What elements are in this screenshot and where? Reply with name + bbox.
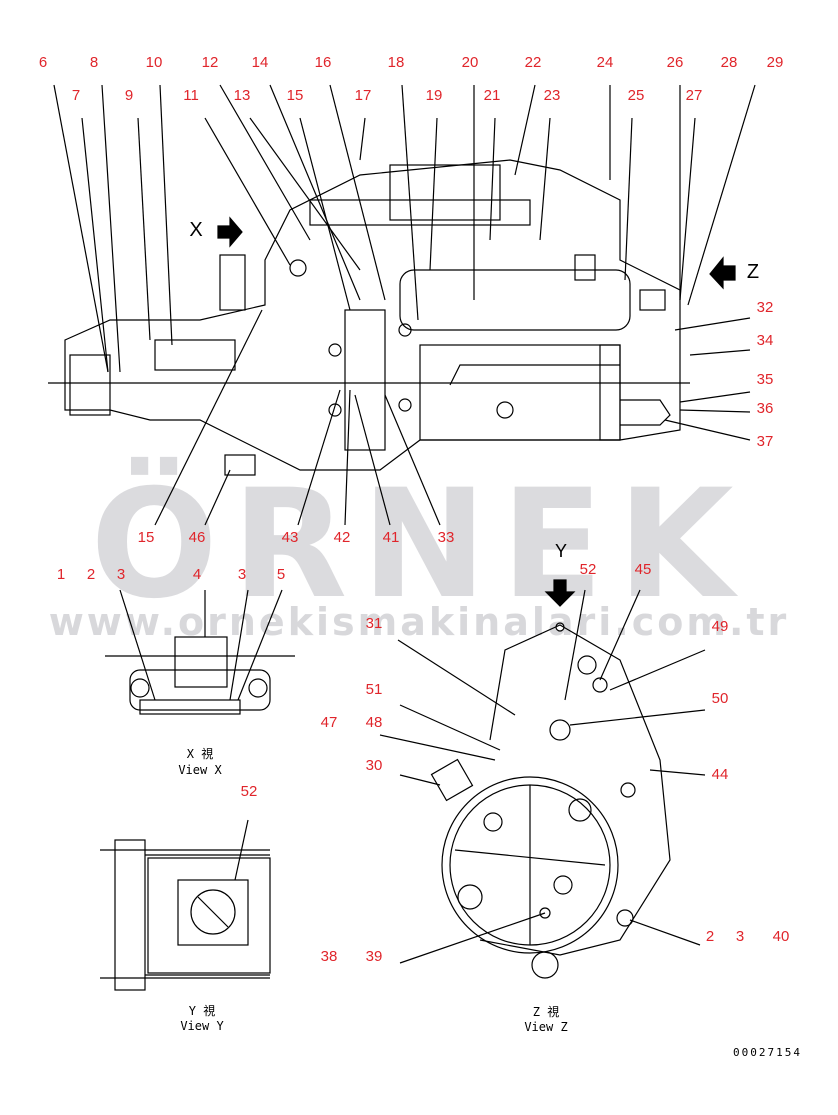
- view-y-title: View Y: [180, 1019, 224, 1033]
- callout-11: 11: [183, 87, 199, 104]
- callout-49: 49: [711, 618, 729, 635]
- document-number: 00027154: [733, 1046, 802, 1059]
- callout-3b: 3: [237, 566, 247, 583]
- arrow-z-icon: [709, 256, 736, 290]
- callout-39: 39: [365, 948, 383, 965]
- callout-48: 48: [365, 714, 383, 731]
- view-x-title-jp: X 視: [186, 747, 214, 761]
- callout-15: 15: [286, 87, 304, 104]
- callout-50: 50: [711, 690, 729, 707]
- callout-23: 23: [543, 87, 561, 104]
- view-x-title: View X: [178, 763, 222, 777]
- callout-43: 43: [281, 529, 299, 546]
- callout-7: 7: [71, 87, 81, 104]
- view-x-drawing: [105, 589, 295, 715]
- callout-14: 14: [251, 54, 269, 71]
- callout-37: 37: [756, 433, 774, 450]
- callout-51: 51: [365, 681, 383, 698]
- callout-25: 25: [627, 87, 645, 104]
- arrow-x-icon: [217, 216, 243, 248]
- callout-34: 34: [756, 332, 774, 349]
- leader-lines: [53, 84, 756, 526]
- callout-35: 35: [756, 371, 774, 388]
- arrow-y-icon: [544, 579, 576, 607]
- callout-3: 3: [116, 566, 126, 583]
- callout-27: 27: [685, 87, 703, 104]
- callout-31: 31: [365, 615, 383, 632]
- callout-44: 44: [711, 766, 729, 783]
- watermark-brand: ÖRNEK: [90, 458, 748, 632]
- callout-10: 10: [145, 54, 163, 71]
- callout-36: 36: [756, 400, 774, 417]
- callout-26: 26: [666, 54, 684, 71]
- callout-47: 47: [320, 714, 338, 731]
- watermark-url: www.ornekismakinalari.com.tr: [48, 600, 790, 644]
- callout-21: 21: [483, 87, 501, 104]
- starter-motor-section: [48, 159, 690, 476]
- callout-22: 22: [524, 54, 542, 71]
- view-y-drawing: [100, 819, 271, 991]
- callout-52-y: 52: [240, 783, 258, 800]
- callout-3-z: 3: [735, 928, 745, 945]
- callout-46: 46: [188, 529, 206, 546]
- callout-13: 13: [233, 87, 251, 104]
- callout-17: 17: [354, 87, 372, 104]
- callout-24: 24: [596, 54, 614, 71]
- callout-5: 5: [276, 566, 286, 583]
- callout-45: 45: [634, 561, 652, 578]
- callout-42: 42: [333, 529, 351, 546]
- callout-8: 8: [89, 54, 99, 71]
- callout-38: 38: [320, 948, 338, 965]
- callout-12: 12: [201, 54, 219, 71]
- callout-33: 33: [437, 529, 455, 546]
- callout-1: 1: [56, 566, 66, 583]
- view-z-marker: Z: [746, 261, 760, 283]
- callout-30: 30: [365, 757, 383, 774]
- callout-2: 2: [86, 566, 96, 583]
- callout-20: 20: [461, 54, 479, 71]
- callout-52: 52: [579, 561, 597, 578]
- callout-19: 19: [425, 87, 443, 104]
- callout-40: 40: [772, 928, 790, 945]
- callout-29: 29: [766, 54, 784, 71]
- callout-6: 6: [38, 54, 48, 71]
- view-x-marker: X: [189, 219, 203, 241]
- view-z-drawing: [379, 589, 706, 979]
- callout-9: 9: [124, 87, 134, 104]
- callout-28: 28: [720, 54, 738, 71]
- callout-32: 32: [756, 299, 774, 316]
- callout-2-z: 2: [705, 928, 715, 945]
- view-z-title: View Z: [524, 1020, 568, 1034]
- view-y-title-jp: Y 視: [188, 1004, 216, 1018]
- callout-41: 41: [382, 529, 400, 546]
- callout-18: 18: [387, 54, 405, 71]
- callout-16: 16: [314, 54, 332, 71]
- view-y-marker: Y: [554, 541, 568, 561]
- view-z-title-jp: Z 視: [532, 1005, 560, 1019]
- callout-15-bottom: 15: [137, 529, 155, 546]
- callout-4: 4: [192, 566, 202, 583]
